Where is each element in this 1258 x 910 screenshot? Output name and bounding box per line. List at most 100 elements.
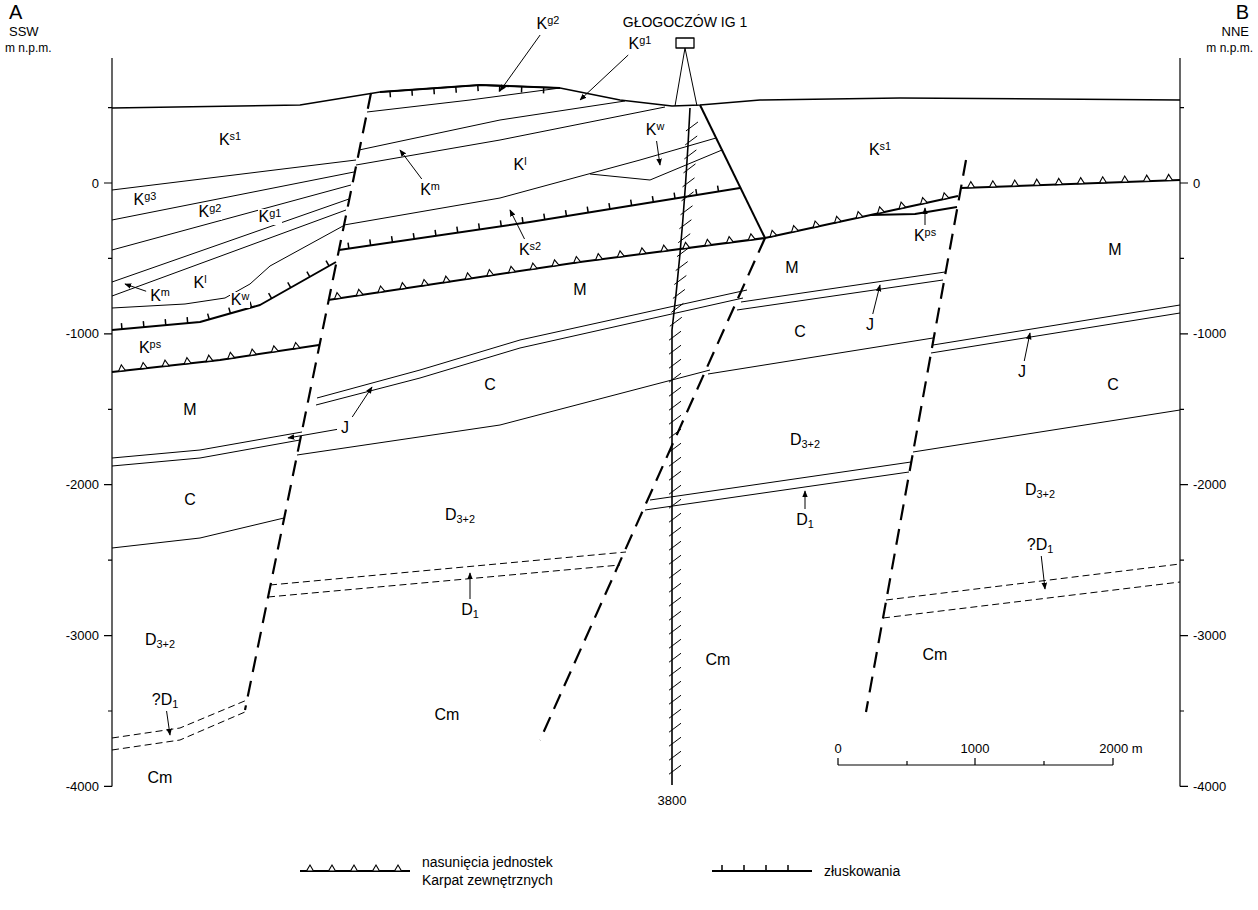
unit-index: w [656,120,664,132]
unit-symbol: K [139,339,150,356]
depth-tick-label: -3000 [1192,629,1227,642]
imbrication-tick [307,272,310,277]
scale-label: 1000 [960,742,991,755]
unit-symbol: D [796,511,808,528]
borehole-hatch [683,164,695,173]
imbrication-tick [608,203,610,209]
layer-boundary [297,370,710,455]
layer-boundary [741,272,945,302]
borehole-hatch [676,262,688,271]
layer-boundary [367,88,560,112]
thrust-triangle [899,202,906,209]
unit-symbol: D [1025,481,1037,498]
borehole-hatch [669,331,681,340]
thrust-triangle [968,182,975,188]
borehole-hatch [681,206,693,215]
borehole-hatch [669,709,681,718]
layer-boundary [112,172,354,220]
thrust-triangle [307,865,314,871]
unit-index: 3+2 [802,438,820,450]
thrust-triangle [1121,176,1128,182]
imbrication-tick [565,210,567,216]
borehole-depth: 3800 [657,794,688,807]
unit-symbol: D [445,506,457,523]
imbrication-tick [673,193,675,199]
imbrication-tick [455,87,457,93]
layer-boundary [356,107,665,165]
depth-tick-label: -4000 [65,780,100,793]
line-decorations [119,85,1173,871]
thrust-triangle [552,260,559,266]
fault-line [245,93,371,710]
leader-arrow [580,55,628,100]
legend-text: nasunięcia jednostek Karpat zewnętrznych [422,853,572,889]
unit-label: M [572,282,587,298]
depth-tick-label: 0 [1192,177,1201,190]
borehole-hatch [669,667,681,676]
borehole-hatch [684,150,696,159]
borehole-hatch [669,695,681,704]
unit-label: ?D1 [151,692,180,708]
borehole-hatch [669,373,681,382]
direction-label: NNE [1221,25,1250,38]
thrust-triangle [639,248,646,254]
axis-ticks [1180,108,1188,787]
uncertain-boundary [112,712,245,750]
unit-index: g1 [269,207,281,219]
unit-index: 3+2 [157,638,175,650]
thrust-triangle [1034,179,1041,185]
leader-arrow [125,284,146,291]
unit-label: J [340,420,350,436]
unit-index: s2 [530,240,542,252]
borehole-hatch [669,471,681,480]
lens-boundary [590,150,722,180]
unit-symbol: K [869,141,880,158]
unit-index: s1 [880,140,892,152]
unit-label: Ks1 [868,142,892,158]
thrust-triangle [509,266,516,273]
depth-tick-label: -2000 [1192,478,1227,491]
thrust-triangle [293,343,300,349]
unit-symbol: K [513,156,524,173]
layer-boundary [112,210,346,296]
legend-text: złuskowania [824,862,900,880]
borehole-hatch [669,415,681,424]
borehole-hatch [669,681,681,690]
borehole-hatch [669,569,681,578]
layer-boundary [344,138,716,225]
borehole-hatch [669,723,681,732]
unit-label: D3+2 [144,632,176,648]
unit-label: D3+2 [1024,482,1056,498]
unit-label: C [1106,377,1120,393]
thrust-triangle [813,221,820,228]
unit-label: D3+2 [444,507,476,523]
layer-boundary [359,101,625,150]
borehole-hatch [669,765,681,774]
leader-arrow [805,491,806,509]
thrust-triangle [334,293,341,299]
imbrication-tick [477,85,479,91]
imbrication-tick [717,186,719,192]
axis-unit: m n.p.m. [1205,42,1254,54]
imbrication-tick [456,227,458,233]
thrust-triangle [395,865,402,871]
unit-label: Ks1 [218,132,242,148]
unit-label: C [793,324,807,340]
imbrication-tick [269,293,272,298]
unit-label: Kps [913,228,937,244]
thrust-triangle [770,230,777,237]
unit-symbol: K [420,181,431,198]
unit-index: g2 [547,14,559,26]
unit-symbol: K [914,227,925,244]
uncertain-boundary [883,582,1180,618]
thrust-triangle [421,280,428,286]
thrust-triangle [942,193,949,200]
leader-arrow [1024,333,1030,361]
unit-label: ?D1 [1026,537,1055,553]
imbrication-tick [630,200,632,206]
imbrication-tick [695,189,697,195]
imbrication-tick [500,220,502,226]
layer-boundary [650,462,911,500]
imbrication-tick [413,233,415,239]
unit-symbol: K [537,15,548,32]
